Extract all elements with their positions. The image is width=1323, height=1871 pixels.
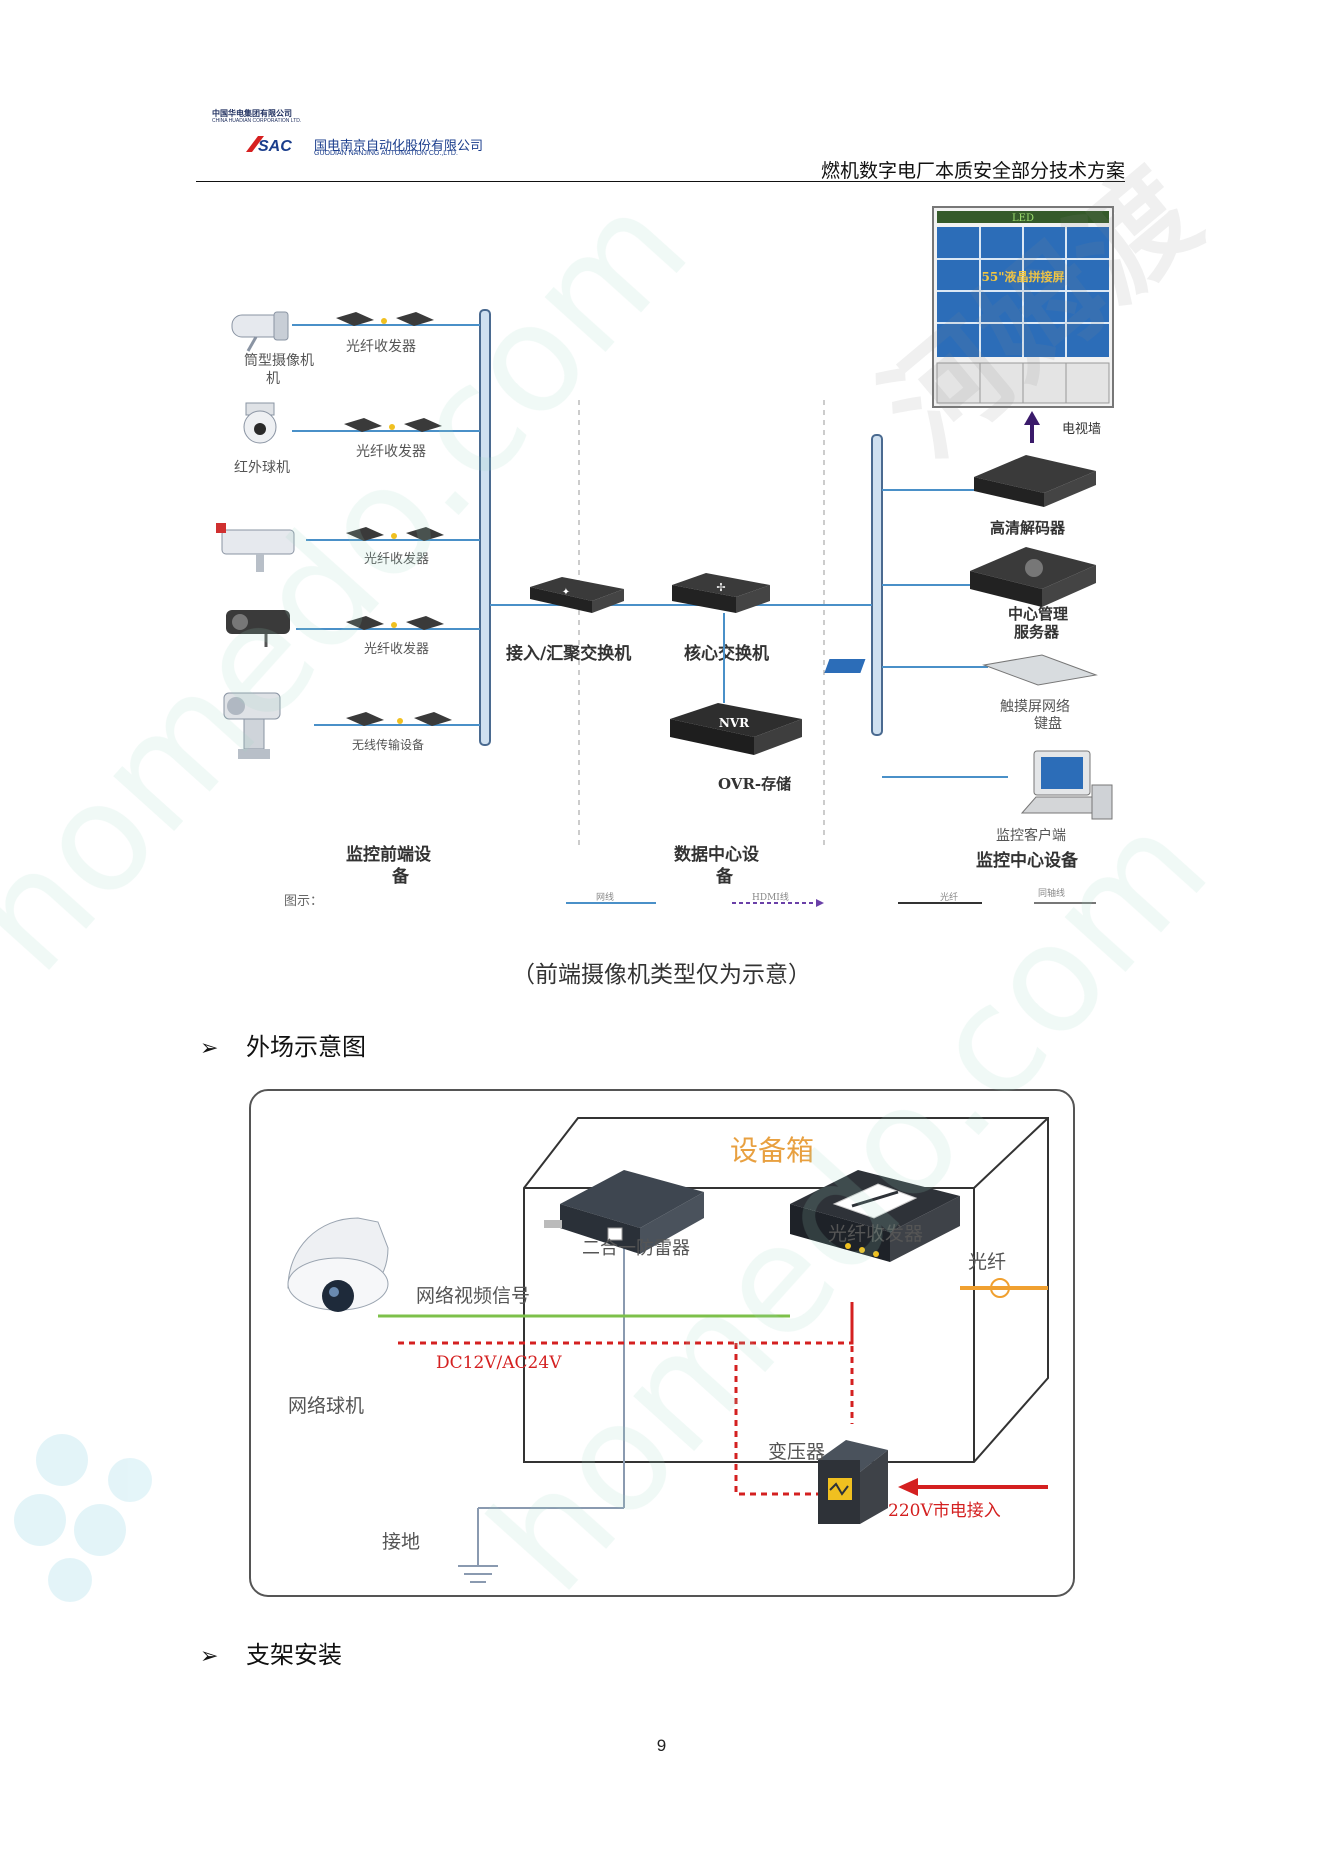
svg-text:光纤收发器: 光纤收发器 (346, 339, 416, 355)
section-heading-bracket: ➢支架安装 (200, 1641, 342, 1669)
front-end-bus (479, 309, 491, 746)
access-switch-label: 接入/汇聚交换机 (506, 643, 631, 664)
nvr-icon: NVR (670, 703, 802, 755)
sac-logo: SAC (246, 136, 292, 155)
arrow-bullet-icon: ➢ (200, 1644, 219, 1669)
svg-text:✦: ✦ (562, 587, 570, 598)
transceiver-row-3: 光纤收发器 (306, 527, 480, 567)
client-label: 监控客户端 (996, 827, 1066, 844)
legend-title: 图示： (284, 894, 323, 909)
svg-text:光纤: 光纤 (940, 891, 958, 903)
mains-label: 220V市电接入 (888, 1501, 1001, 1521)
wireless-row: 无线传输设备 (314, 712, 480, 752)
outdoor-schematic-diagram: 设备箱 接地 二合一防雷器 光纤收发器 光纤 网络视频信号 DC12V/AC24… (249, 1089, 1075, 1597)
center-server-icon (970, 547, 1096, 607)
svg-text:✢: ✢ (716, 581, 725, 594)
svg-text:无线传输设备: 无线传输设备 (352, 737, 424, 752)
svg-text:网线: 网线 (596, 891, 614, 903)
group-name-en: CHINA HUADIAN CORPORATION LTD. (212, 118, 302, 124)
ir-dome-camera-icon (243, 402, 277, 444)
fiber-connector-icon (990, 1278, 1010, 1298)
legend-item-coax: 同轴线 (1034, 887, 1096, 904)
bullet-camera-black-icon (226, 610, 290, 647)
box-camera-icon (216, 523, 295, 572)
diagram-caption: （前端摄像机类型仅为示意） (512, 962, 811, 988)
svg-text:同轴线: 同轴线 (1038, 887, 1065, 899)
power-label: DC12V/AC24V (436, 1353, 562, 1373)
svg-text:LED: LED (1012, 213, 1034, 224)
svg-text:HDMI线: HDMI线 (752, 891, 789, 903)
core-switch-label: 核心交换机 (684, 643, 769, 664)
system-topology-diagram: 筒型摄像机 机 红外球机 光纤收发器 光纤收发器 (216, 206, 1114, 909)
client-computer-icon (1020, 750, 1113, 820)
camera-label-1: 筒型摄像机 (244, 352, 314, 369)
video-signal-label: 网络视频信号 (416, 1285, 530, 1307)
box-title: 设备箱 (730, 1134, 814, 1167)
section-heading-outdoor: ➢外场示意图 (200, 1033, 366, 1061)
touch-keyboard-label-2: 键盘 (1034, 715, 1062, 732)
center-bus (871, 434, 883, 736)
fiber-label: 光纤 (968, 1251, 1006, 1273)
touch-keyboard-label-1: 触摸屏网络 (1000, 699, 1070, 715)
data-center-label-2: 备 (715, 866, 734, 887)
svg-text:光纤收发器: 光纤收发器 (356, 444, 426, 460)
transformer-label: 变压器 (768, 1441, 825, 1463)
legend-item-hdmi: HDMI线 (732, 891, 824, 907)
up-arrow-icon (1024, 411, 1040, 425)
monitor-center-label: 监控中心设备 (976, 850, 1079, 871)
legend-item-fiber: 光纤 (898, 891, 982, 904)
network-dome-camera-icon (287, 1217, 389, 1312)
page-number: 9 (656, 1736, 667, 1755)
arrow-bullet-icon: ➢ (200, 1036, 219, 1061)
nvr-label: OVR-存储 (718, 775, 791, 793)
ground-icon (458, 1565, 498, 1583)
header-rule (196, 181, 1125, 182)
transceiver-row-2: 光纤收发器 (292, 418, 480, 460)
camera-label-2: 红外球机 (234, 460, 290, 476)
hd-decoder-icon (974, 455, 1096, 507)
transceiver-row-4: 光纤收发器 (296, 616, 480, 657)
data-center-label-1: 数据中心设 (674, 844, 759, 865)
ground-label: 接地 (382, 1531, 420, 1553)
video-wall-icon: LED 55"液晶拼接屏 (932, 206, 1114, 408)
access-switch-icon: ✦ (530, 577, 624, 613)
company-name: 国电南京自动化股份有限公司 (314, 138, 484, 153)
bullet-camera-icon (231, 311, 289, 352)
logo-text: SAC (258, 138, 292, 155)
power-line-1 (398, 1302, 854, 1345)
tv-wall-label: 电视墙 (1062, 422, 1101, 437)
legend-item-network: 网线 (566, 891, 656, 904)
transceiver-row-1: 光纤收发器 (292, 312, 480, 355)
touch-keyboard-icon (824, 654, 1098, 686)
center-server-label-1: 中心管理 (1008, 605, 1068, 623)
front-end-label-2: 备 (391, 866, 410, 887)
dome-camera-label: 网络球机 (288, 1395, 364, 1417)
svg-text:光纤收发器: 光纤收发器 (364, 551, 429, 567)
watermark-flower-icon (14, 1434, 152, 1602)
surge-label: 二合一防雷器 (582, 1238, 690, 1259)
ptz-camera-icon (223, 692, 281, 759)
group-name: 中国华电集团有限公司 (212, 109, 292, 118)
front-end-label-1: 监控前端设 (346, 844, 431, 865)
hd-decoder-label: 高清解码器 (990, 519, 1066, 537)
surge-protector-icon (544, 1170, 704, 1254)
svg-text:机: 机 (266, 371, 280, 387)
transceiver-label: 光纤收发器 (828, 1223, 923, 1245)
company-name-en: GUODIAN NANJING AUTOMATION CO.,LTD. (314, 150, 458, 157)
transformer-icon (818, 1440, 888, 1524)
center-server-label-2: 服务器 (1014, 623, 1060, 641)
svg-text:NVR: NVR (719, 716, 750, 730)
svg-text:55"液晶拼接屏: 55"液晶拼接屏 (982, 269, 1065, 284)
document-title: 燃机数字电厂本质安全部分技术方案 (820, 160, 1125, 182)
mains-arrow-icon (898, 1478, 918, 1496)
fiber-transceiver-icon (790, 1170, 960, 1262)
svg-text:光纤收发器: 光纤收发器 (364, 641, 429, 657)
core-switch-icon: ✢ (672, 573, 770, 613)
